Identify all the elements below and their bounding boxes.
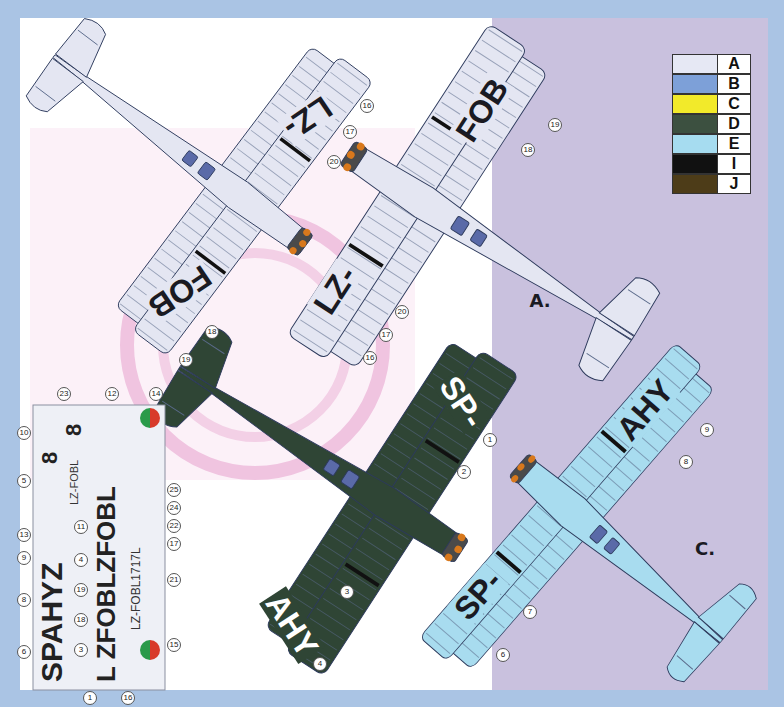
- colour-code: A: [718, 54, 751, 74]
- legend-row: B: [672, 74, 751, 94]
- callout-number: 16: [360, 99, 374, 113]
- colour-code: I: [718, 154, 751, 174]
- decal-text-group: SPAHYZ 8 8LZ-FOBL L ZFOBLZFOBL LZ-FOBL1717L: [33, 405, 165, 690]
- colour-code: E: [718, 134, 751, 154]
- colour-swatch: [672, 174, 718, 194]
- legend-row: D: [672, 114, 751, 134]
- callout-number: 9: [17, 551, 31, 565]
- callout-number: 19: [74, 583, 88, 597]
- colour-swatch: [672, 74, 718, 94]
- callout-number: 18: [521, 143, 535, 157]
- callout-number: 18: [74, 613, 88, 627]
- colour-swatch: [672, 134, 718, 154]
- scheme-letter: C.: [695, 538, 715, 559]
- callout-number: 9: [700, 423, 714, 437]
- callout-number: 1: [483, 433, 497, 447]
- callout-number: 6: [17, 645, 31, 659]
- callout-number: 4: [313, 657, 327, 671]
- callout-number: 7: [523, 605, 537, 619]
- callout-number: 18: [205, 325, 219, 339]
- callout-number: 8: [679, 455, 693, 469]
- callout-number: 22: [167, 519, 181, 533]
- colour-swatch: [672, 94, 718, 114]
- aircraft-top-view: [391, 318, 784, 707]
- callout-number: 16: [121, 691, 135, 705]
- callout-number: 17: [343, 125, 357, 139]
- roundel: [140, 408, 150, 428]
- callout-number: 15: [167, 638, 181, 652]
- callout-number: 6: [496, 648, 510, 662]
- decal-text: L ZFOBLZFOBL: [93, 486, 119, 682]
- white-panel: [20, 18, 492, 690]
- callout-number: 3: [340, 585, 354, 599]
- callout-number: 24: [167, 501, 181, 515]
- callout-number: 4: [74, 553, 88, 567]
- roundel: [150, 408, 160, 428]
- callout-number: 21: [167, 573, 181, 587]
- roundel: [150, 640, 160, 660]
- colour-code: B: [718, 74, 751, 94]
- colour-code: J: [718, 174, 751, 194]
- callout-number: 2: [457, 465, 471, 479]
- decal-sheet: [33, 405, 165, 690]
- legend-row: E: [672, 134, 751, 154]
- callout-number: 20: [395, 305, 409, 319]
- decal-text: 8: [39, 452, 61, 464]
- callout-number: 17: [379, 328, 393, 342]
- callout-number: 16: [363, 351, 377, 365]
- decal-text: LZ-FOBL1717L: [130, 547, 142, 630]
- callout-number: 17: [167, 537, 181, 551]
- callout-number: 25: [167, 483, 181, 497]
- colour-code: D: [718, 114, 751, 134]
- colour-swatch: [672, 54, 718, 74]
- legend-row: J: [672, 174, 751, 194]
- callout-number: 20: [327, 155, 341, 169]
- callout-number: 8: [17, 593, 31, 607]
- callout-number: 14: [149, 387, 163, 401]
- callout-number: 1: [83, 691, 97, 705]
- callout-number: 23: [57, 387, 71, 401]
- legend-row: C: [672, 94, 751, 114]
- colour-legend: ABCDEIJ: [672, 54, 751, 194]
- callout-number: 13: [17, 528, 31, 542]
- colour-code: C: [718, 94, 751, 114]
- colour-swatch: [672, 154, 718, 174]
- decal-text: LZ-FOBL: [69, 460, 80, 505]
- callout-number: 19: [179, 353, 193, 367]
- decal-text: 8: [63, 424, 85, 436]
- callout-number: 19: [548, 118, 562, 132]
- decal-text: SPAHYZ: [37, 563, 67, 682]
- legend-row: A: [672, 54, 751, 74]
- callout-number: 3: [74, 643, 88, 657]
- callout-number: 11: [74, 520, 88, 534]
- colour-swatch: [672, 114, 718, 134]
- callout-number: 12: [105, 387, 119, 401]
- callout-number: 10: [17, 426, 31, 440]
- callout-number: 5: [17, 474, 31, 488]
- legend-row: I: [672, 154, 751, 174]
- roundel: [140, 640, 150, 660]
- scheme-letter: A.: [529, 290, 550, 311]
